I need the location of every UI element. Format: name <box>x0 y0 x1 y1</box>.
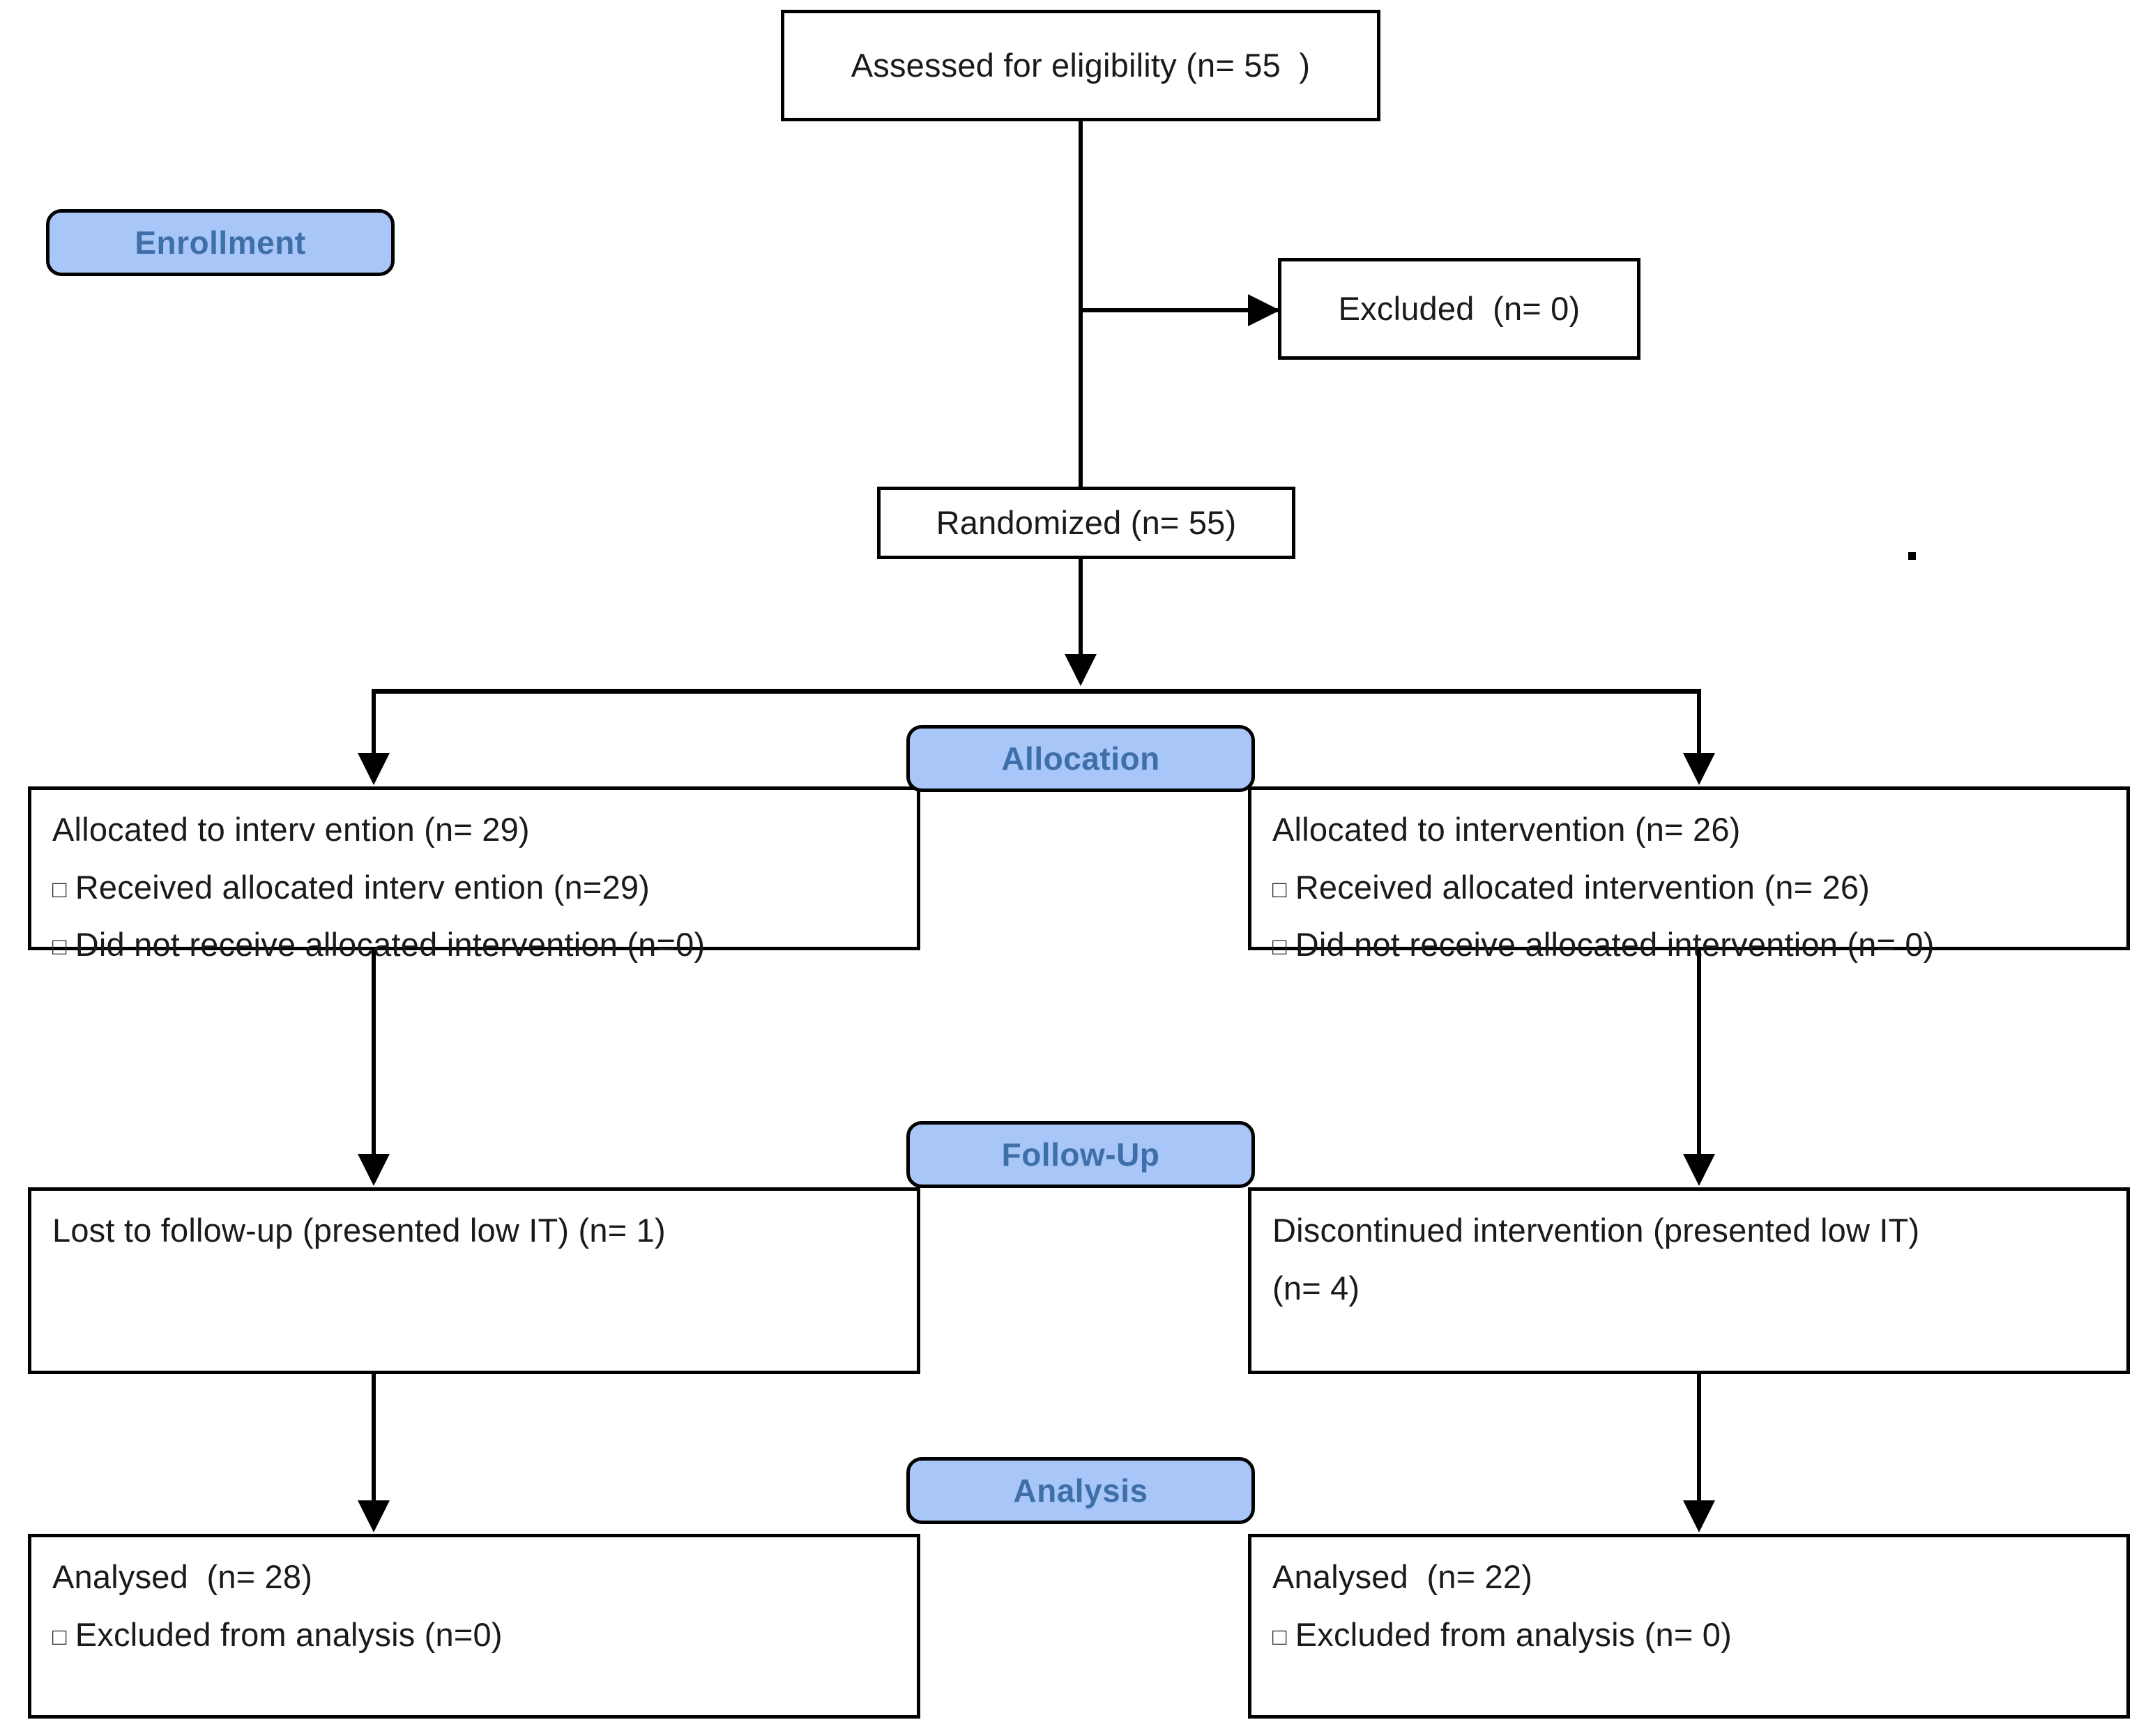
connector-to-excluded <box>1079 308 1281 312</box>
checkbox-icon: □ <box>52 934 67 961</box>
node-randomized-text: Randomized (n= 55) <box>881 490 1292 556</box>
alloc-left-line-1: Allocated to interv ention (n= 29) <box>52 811 530 848</box>
node-followup-right-text: Discontinued intervention (presented low… <box>1251 1191 2126 1311</box>
node-followup-left-text: Lost to follow-up (presented low IT) (n=… <box>31 1191 917 1254</box>
arrow-alloc-left <box>358 753 390 785</box>
node-allocated-left: Allocated to interv ention (n= 29) □Rece… <box>28 786 920 963</box>
stage-label-enrollment: Enrollment <box>135 224 306 261</box>
followup-left-line-1: Lost to follow-up (presented low IT) (n=… <box>52 1212 666 1249</box>
node-analysis-left: Analysed (n= 28) □Excluded from analysis… <box>28 1534 920 1719</box>
node-excluded-text: Excluded (n= 0) <box>1281 261 1637 356</box>
stage-pill-enrollment: Enrollment <box>46 209 395 276</box>
stage-pill-followup: Follow-Up <box>906 1121 1255 1188</box>
analysis-left-line-2: □Excluded from analysis (n=0) <box>52 1615 503 1653</box>
stray-dot-artifact <box>1908 552 1916 560</box>
connector-followup-right-to-analysis <box>1697 1374 1701 1507</box>
connector-followup-left-to-analysis <box>372 1374 376 1507</box>
node-allocated-left-text: Allocated to interv ention (n= 29) □Rece… <box>31 790 917 968</box>
node-analysis-right-text: Analysed (n= 22) □Excluded from analysis… <box>1251 1537 2126 1658</box>
node-randomized: Randomized (n= 55) <box>877 487 1295 559</box>
connector-randomized-down <box>1079 559 1083 658</box>
stage-label-analysis: Analysis <box>1013 1472 1148 1509</box>
connector-alloc-right-to-followup <box>1697 950 1701 1159</box>
arrow-analysis-right <box>1683 1500 1715 1532</box>
connector-alloc-left-to-followup <box>372 950 376 1159</box>
alloc-right-line-3: □Did not receive allocated intervention … <box>1272 926 1935 964</box>
connector-split-right-down <box>1697 689 1701 759</box>
arrow-alloc-right <box>1683 753 1715 785</box>
connector-assessed-down <box>1079 121 1083 491</box>
connector-split-bar <box>372 689 1701 694</box>
node-followup-left: Lost to follow-up (presented low IT) (n=… <box>28 1187 920 1374</box>
excluded-line-1: Excluded (n= 0) <box>1338 289 1581 327</box>
analysis-right-line-1: Analysed (n= 22) <box>1272 1558 1533 1595</box>
node-assessed-text: Assessed for eligibility (n= 55 ) <box>784 13 1377 118</box>
checkbox-icon: □ <box>52 1623 67 1650</box>
analysis-left-line-1: Analysed (n= 28) <box>52 1558 313 1595</box>
checkbox-icon: □ <box>52 876 67 903</box>
node-analysis-left-text: Analysed (n= 28) □Excluded from analysis… <box>31 1537 917 1658</box>
alloc-left-line-3: □Did not receive allocated intervention … <box>52 926 706 964</box>
assessed-line-1: Assessed for eligibility (n= 55 ) <box>851 46 1311 84</box>
stage-pill-analysis: Analysis <box>906 1457 1255 1524</box>
analysis-right-line-2: □Excluded from analysis (n= 0) <box>1272 1615 1732 1653</box>
arrow-followup-right <box>1683 1154 1715 1186</box>
connector-split-left-down <box>372 689 376 759</box>
alloc-right-line-1: Allocated to intervention (n= 26) <box>1272 811 1741 848</box>
checkbox-icon: □ <box>1272 876 1287 903</box>
node-allocated-right-text: Allocated to intervention (n= 26) □Recei… <box>1251 790 2126 968</box>
alloc-right-line-2: □Received allocated intervention (n= 26) <box>1272 868 1871 906</box>
node-allocated-right: Allocated to intervention (n= 26) □Recei… <box>1248 786 2130 963</box>
stage-pill-allocation: Allocation <box>906 725 1255 792</box>
randomized-line-1: Randomized (n= 55) <box>936 503 1237 541</box>
node-followup-right: Discontinued intervention (presented low… <box>1248 1187 2130 1374</box>
arrow-to-excluded <box>1248 294 1280 326</box>
stage-label-followup: Follow-Up <box>1001 1136 1160 1173</box>
followup-right-line-2: (n= 4) <box>1272 1269 1360 1307</box>
alloc-left-line-2: □Received allocated interv ention (n=29) <box>52 868 650 906</box>
node-assessed-for-eligibility: Assessed for eligibility (n= 55 ) <box>781 10 1380 121</box>
arrow-analysis-left <box>358 1500 390 1532</box>
stage-label-allocation: Allocation <box>1001 740 1160 777</box>
checkbox-icon: □ <box>1272 1623 1287 1650</box>
node-excluded: Excluded (n= 0) <box>1278 258 1640 360</box>
checkbox-icon: □ <box>1272 934 1287 961</box>
arrow-followup-left <box>358 1154 390 1186</box>
arrow-randomized-split <box>1065 654 1097 686</box>
node-analysis-right: Analysed (n= 22) □Excluded from analysis… <box>1248 1534 2130 1719</box>
followup-right-line-1: Discontinued intervention (presented low… <box>1272 1212 1920 1249</box>
